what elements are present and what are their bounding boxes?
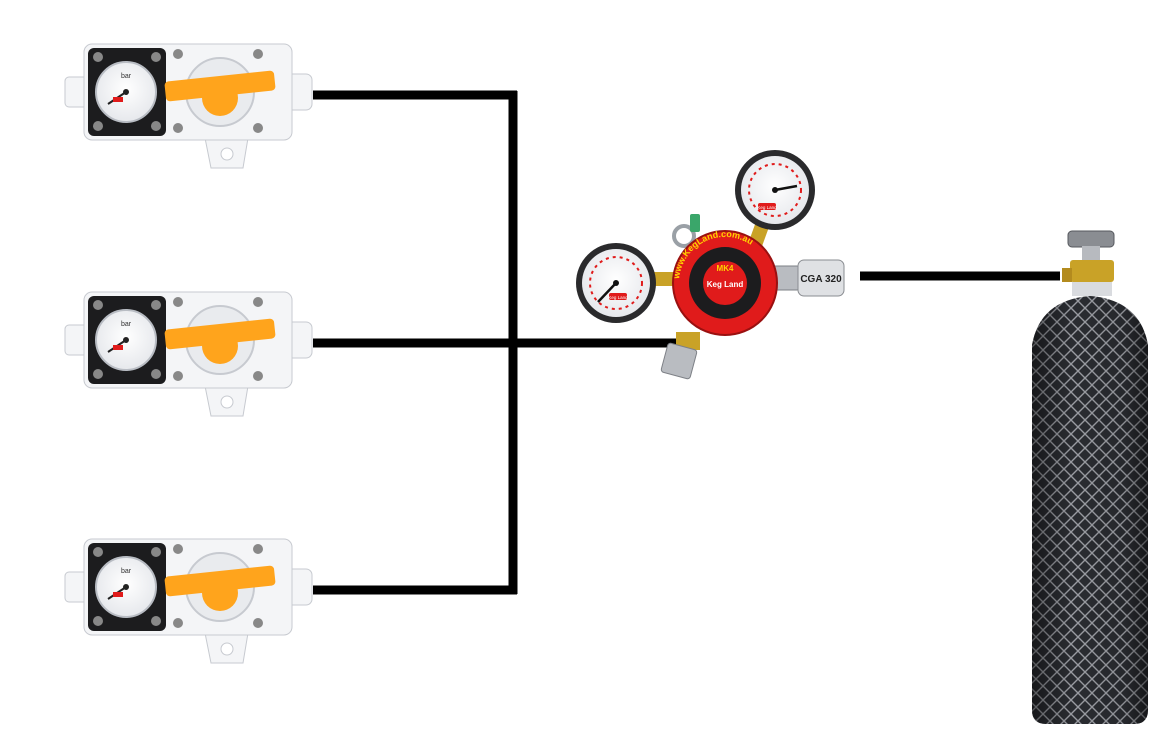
cga-fitting-label: CGA 320 <box>800 274 842 285</box>
mini-gauge-unit-label: bar <box>121 321 132 328</box>
high-gauge-label: Keg Land <box>757 205 777 210</box>
mini-regulator-icon: bar <box>64 43 313 169</box>
mini-gauge-unit-label: bar <box>121 73 132 80</box>
mini-regulator-icon: bar <box>64 538 313 664</box>
dual-gauge-regulator-icon: CGA 320 MK4 Keg Land www.KegLand.com.au … <box>576 150 845 380</box>
regulator-brand-label: Keg Land <box>707 280 744 289</box>
mini-regulator-icon: bar <box>64 291 313 417</box>
mini-gauge-unit-label: bar <box>121 568 132 575</box>
low-gauge-label: Keg Land <box>608 295 628 300</box>
regulator-model-label: MK4 <box>717 264 734 273</box>
co2-cylinder-icon <box>1032 230 1148 724</box>
gas-lines <box>313 90 1060 595</box>
